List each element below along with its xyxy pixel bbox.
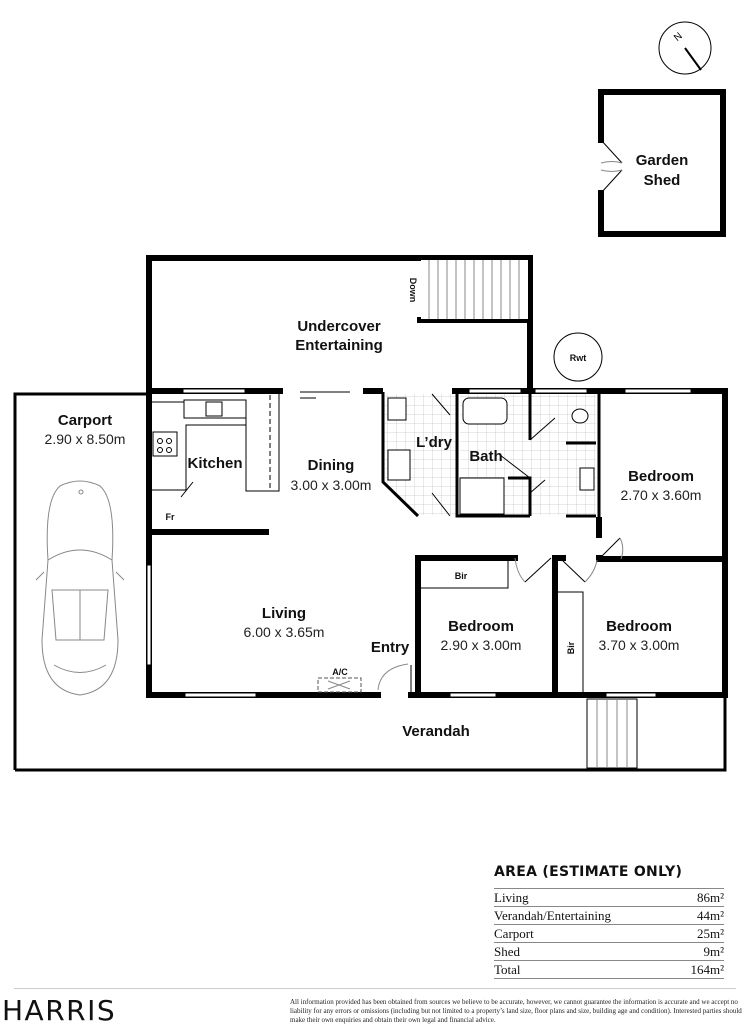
- footer-divider: [14, 988, 736, 989]
- fridge-label: Fr: [166, 512, 175, 522]
- area-row-shed: Shed 9m²: [494, 942, 724, 960]
- house-walls: [146, 388, 728, 698]
- bathtub-icon: [462, 397, 508, 425]
- room-label-undercover-2: Entertaining: [295, 337, 383, 354]
- car-icon: [35, 480, 125, 696]
- room-dims-carport: 2.90 x 8.50m: [45, 431, 126, 447]
- bedroom-1: Bedroom 2.70 x 3.60m: [596, 468, 728, 562]
- room-dims-bedroom-2: 2.90 x 3.00m: [441, 637, 522, 653]
- area-value: 25m²: [696, 926, 724, 941]
- area-label: Verandah/Entertaining: [494, 908, 611, 923]
- area-value: 86m²: [696, 890, 724, 905]
- wet-areas: L’dry Bath: [381, 392, 601, 520]
- bedroom-2: Bir Bedroom 2.90 x 3.00m: [415, 555, 558, 698]
- room-label-bedroom-2: Bedroom: [448, 618, 514, 635]
- rwt-label: Rwt: [570, 353, 587, 363]
- verandah-steps: [586, 698, 638, 769]
- area-row-total: Total 164m²: [494, 960, 724, 979]
- disclaimer-text: All information provided has been obtain…: [290, 998, 742, 1024]
- area-summary: AREA (ESTIMATE ONLY) Living 86m² Veranda…: [494, 864, 724, 979]
- undercover-entertaining: Down Undercover Entertaining: [146, 255, 533, 395]
- area-value: 9m²: [703, 944, 724, 959]
- laundry-tub-icon: [387, 397, 407, 421]
- room-label-bath: Bath: [469, 448, 502, 465]
- room-dims-bedroom-1: 2.70 x 3.60m: [621, 487, 702, 503]
- room-label-garden-shed-1: Garden: [636, 152, 689, 169]
- ac-label: A/C: [332, 667, 348, 677]
- shower-icon: [459, 477, 505, 515]
- area-row-living: Living 86m²: [494, 888, 724, 906]
- room-label-dining: Dining: [308, 457, 355, 474]
- room-label-living: Living: [262, 605, 306, 622]
- garden-shed: Garden Shed: [598, 89, 726, 237]
- stairs-down: [421, 260, 528, 319]
- verandah: Verandah: [15, 697, 727, 772]
- room-label-bedroom-1: Bedroom: [628, 468, 694, 485]
- area-label: Total: [494, 962, 521, 977]
- room-label-verandah: Verandah: [402, 723, 470, 740]
- dining: Dining 3.00 x 3.00m: [291, 457, 372, 493]
- bedroom-3: Bir Bedroom 3.70 x 3.00m: [554, 555, 680, 693]
- cooktop-icon: [152, 431, 178, 457]
- area-label: Carport: [494, 926, 534, 941]
- living: A/C Living 6.00 x 3.65m: [244, 605, 362, 693]
- room-label-undercover-1: Undercover: [297, 318, 381, 335]
- room-label-garden-shed-2: Shed: [644, 172, 681, 189]
- area-row-carport: Carport 25m²: [494, 924, 724, 942]
- rainwater-tank: Rwt: [553, 332, 603, 382]
- area-label: Shed: [494, 944, 520, 959]
- washer-icon: [387, 449, 411, 481]
- kitchen: Kitchen Fr: [152, 393, 280, 522]
- area-value: 164m²: [690, 962, 724, 977]
- brand-logo: HARRIS: [2, 994, 117, 1027]
- room-label-laundry: L’dry: [416, 434, 453, 451]
- room-dims-bedroom-3: 3.70 x 3.00m: [599, 637, 680, 653]
- air-conditioner-icon: [317, 677, 362, 693]
- stairs-down-label: Down: [408, 278, 418, 303]
- vanity-icon: [579, 467, 595, 491]
- room-dims-dining: 3.00 x 3.00m: [291, 477, 372, 493]
- bir-label-bedroom-3: Bir: [566, 641, 576, 654]
- room-label-carport: Carport: [58, 412, 112, 429]
- entry: Entry: [371, 639, 412, 695]
- room-label-entry: Entry: [371, 639, 410, 656]
- area-title: AREA (ESTIMATE ONLY): [494, 864, 683, 880]
- bir-label-bedroom-2: Bir: [455, 571, 468, 581]
- area-label: Living: [494, 890, 529, 905]
- toilet-icon: [571, 408, 589, 424]
- room-label-kitchen: Kitchen: [187, 455, 242, 472]
- north-arrow-icon: [684, 47, 702, 71]
- room-label-bedroom-3: Bedroom: [606, 618, 672, 635]
- compass: N: [658, 21, 712, 75]
- area-row-verandah: Verandah/Entertaining 44m²: [494, 906, 724, 924]
- carport: Carport 2.90 x 8.50m: [13, 392, 149, 770]
- room-dims-living: 6.00 x 3.65m: [244, 624, 325, 640]
- area-value: 44m²: [696, 908, 724, 923]
